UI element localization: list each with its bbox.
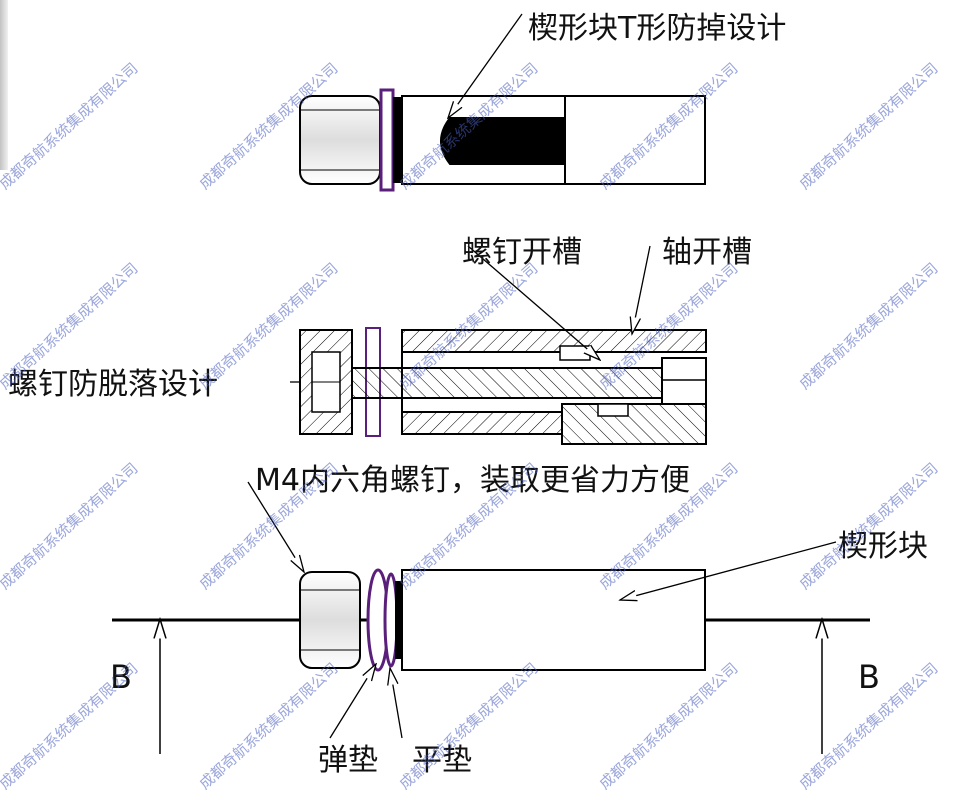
label-t-design: 楔形块T形防掉设计 (528, 11, 786, 46)
watermark: 成都奇航系统集成有限公司 (0, 459, 141, 593)
bottom-assembly (112, 568, 870, 754)
label-flat-washer: 平垫 (412, 743, 472, 778)
mid-body-bottom (401, 411, 563, 435)
annotations: 楔形块T形防掉设计 螺钉开槽 轴开槽 螺钉防脱落设计 M4内六角螺钉，装取更省力… (8, 11, 928, 778)
top-washer (379, 88, 395, 192)
leaders (247, 13, 837, 739)
label-screw-slot: 螺钉开槽 (462, 235, 582, 270)
watermark: 成都奇航系统集成有限公司 (796, 59, 942, 193)
watermark: 成都奇航系统集成有限公司 (0, 59, 141, 193)
watermark: 成都奇航系统集成有限公司 (0, 659, 141, 792)
label-screw-anti-drop: 螺钉防脱落设计 (8, 367, 218, 402)
label-m4: M4内六角螺钉，装取更省力方便 (255, 463, 690, 498)
label-spring-washer: 弹垫 (318, 743, 378, 778)
watermark: 成都奇航系统集成有限公司 (796, 259, 942, 393)
label-shaft-slot: 轴开槽 (662, 235, 752, 270)
top-t-slot (440, 117, 566, 165)
watermark: 成都奇航系统集成有限公司 (796, 459, 942, 593)
watermark: 成都奇航系统集成有限公司 (596, 659, 742, 792)
top-screw-head (299, 95, 381, 185)
left-edge-shadow (0, 0, 8, 170)
label-section-right: B (858, 658, 880, 696)
label-section-left: B (110, 658, 132, 696)
label-wedge-block: 楔形块 (838, 529, 928, 564)
mid-wedge-bottom (561, 403, 707, 445)
bottom-wedge-body (401, 569, 706, 671)
bottom-screw-head (299, 571, 361, 669)
